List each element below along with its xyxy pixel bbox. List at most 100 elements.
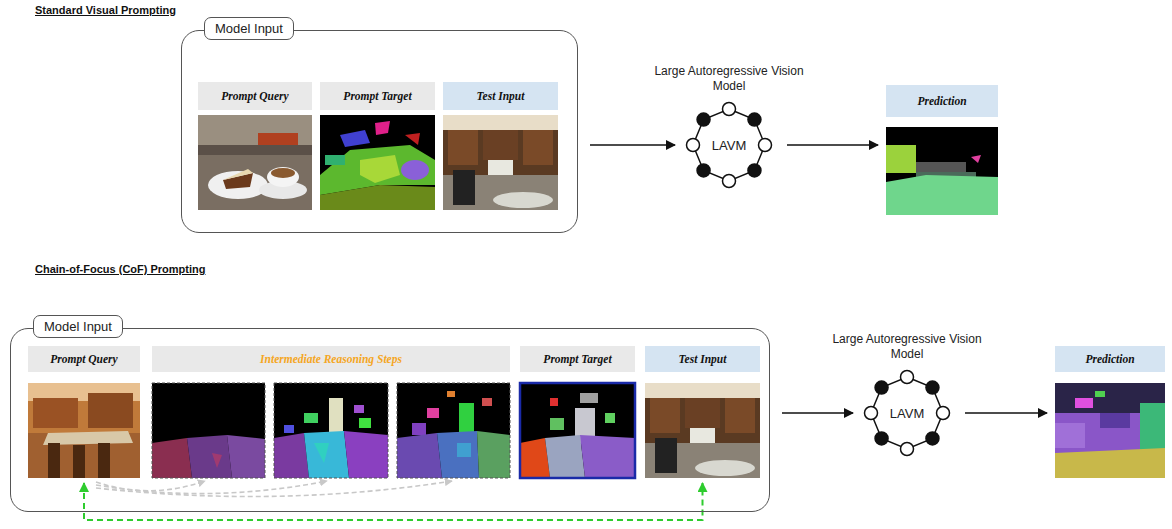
panel-heading: Prompt Target (343, 90, 411, 102)
kitchen-photo-part-part (43, 431, 133, 445)
prediction-mask-part-part (886, 145, 916, 173)
panel-heading: Prediction (1085, 353, 1134, 365)
image-border (520, 383, 635, 478)
image-panel: Prompt Target (520, 346, 635, 478)
food-photo-part-part (198, 155, 312, 210)
food-photo-part (198, 115, 312, 210)
ring-dot (875, 381, 888, 394)
segmentation-mask-part-part (375, 121, 390, 135)
kitchen-photo-part-part (443, 115, 558, 130)
kitchen-photo-part-part (48, 443, 60, 478)
section-heading: Standard Visual Prompting (35, 4, 176, 16)
container-tab: Model Input (204, 17, 294, 40)
prediction-mask-part-part (1095, 391, 1105, 397)
segmentation-mask-part-part (304, 413, 318, 423)
segmentation-mask-part-part (427, 408, 439, 418)
segmentation-mask-part-part (320, 115, 435, 210)
segmentation-mask-part-part (482, 398, 492, 406)
header-band: Prompt Query (198, 82, 312, 110)
image-panel: Test Input (443, 82, 558, 210)
model-name: LAVM (712, 138, 746, 153)
model-node: Large Autoregressive Vision ModelLAVM (861, 367, 953, 459)
segmentation-mask-part-part (550, 418, 564, 430)
kitchen-photo-part-part (73, 445, 85, 478)
segmentation-mask-part (520, 383, 635, 478)
panel-heading: Test Input (477, 90, 525, 102)
dashed-frame (152, 383, 510, 478)
ring-dot (937, 407, 950, 420)
kitchen-photo-part-part (443, 115, 558, 210)
input-container: Model InputPrompt QueryPrompt TargetTest… (181, 30, 578, 233)
panel-heading: Prompt Query (221, 90, 288, 102)
segmentation-mask-part-part (397, 383, 510, 478)
kitchen-photo-part-part (645, 383, 760, 478)
segmentation-mask-part-part (152, 383, 265, 478)
image-panel: Prompt Query (198, 82, 312, 210)
segmentation-mask-part-part (274, 383, 388, 478)
food-photo-part-part (267, 167, 299, 187)
ring-dot (901, 371, 914, 384)
segmentation-mask-part-part (580, 435, 635, 478)
food-photo-part-part (198, 115, 312, 210)
kitchen-photo-part-part (725, 398, 755, 433)
panel-heading: Prompt Target (543, 353, 611, 365)
ring-dot (723, 103, 736, 116)
kitchen-photo-part (645, 383, 760, 478)
model-name: LAVM (890, 406, 924, 421)
header-band: Prompt Target (520, 346, 635, 372)
kitchen-photo-part-part (453, 170, 475, 205)
panel-heading: Prediction (917, 95, 966, 107)
segmentation-mask-part-part (580, 393, 598, 403)
dashed-frame-part (152, 383, 265, 478)
segmentation-mask-part-part (405, 133, 420, 145)
panel-heading: Prompt Query (50, 353, 117, 365)
prediction-mask-part-part (1075, 398, 1093, 408)
model-title: Large Autoregressive Vision Model (832, 332, 982, 363)
segmentation-mask (397, 383, 510, 478)
prediction-mask-part-part (1055, 423, 1085, 448)
dashed-frame-part (397, 383, 510, 478)
ring-dot (687, 139, 700, 152)
segmentation-mask-part-part (304, 431, 349, 478)
header-band: Prompt Query (28, 346, 140, 372)
segmentation-mask-part-part (274, 433, 309, 478)
model-title: Large Autoregressive Vision Model (654, 64, 804, 95)
flow-arrow (787, 144, 878, 145)
flow-arrow (590, 144, 675, 145)
segmentation-mask-part-part (227, 435, 265, 478)
section-heading: Chain-of-Focus (CoF) Prompting (35, 263, 205, 275)
ring-dot (865, 407, 878, 420)
kitchen-photo-part-part (33, 398, 78, 428)
ring-line (693, 109, 765, 181)
model-node: Large Autoregressive Vision ModelLAVM (683, 99, 775, 191)
kitchen-photo-part-part (650, 398, 680, 433)
segmentation-mask (274, 383, 388, 478)
segmentation-mask-part (152, 383, 265, 478)
image-panel: Intermediate Reasoning Steps (152, 346, 510, 478)
segmentation-mask-part-part (320, 185, 435, 210)
food-photo-part-part (271, 168, 295, 178)
segmentation-mask-part-part (477, 431, 510, 478)
segmentation-mask-part-part (152, 438, 192, 478)
ring-dot (748, 113, 761, 126)
ring-line (871, 377, 943, 449)
segmentation-mask-part-part (412, 423, 426, 435)
image-panel: Prompt Target (320, 82, 435, 210)
reasoning-arrow (96, 481, 452, 497)
ring-dot (875, 432, 888, 445)
header-band: Prompt Target (320, 82, 435, 110)
kitchen-photo-part-part (685, 398, 720, 428)
kitchen-photo-part-part (448, 130, 478, 165)
ring-dot (926, 381, 939, 394)
ring-dot (697, 113, 710, 126)
prediction-mask-part (1055, 383, 1165, 478)
header-band: Prediction (886, 85, 998, 117)
kitchen-photo (28, 383, 140, 478)
segmentation-mask-part (397, 383, 510, 478)
segmentation-mask-part-part (354, 405, 364, 413)
kitchen-photo-part-part (655, 438, 677, 473)
segmentation-mask-part-part (545, 435, 585, 478)
segmentation-mask-part-part (401, 160, 429, 180)
ring-dot (723, 175, 736, 188)
